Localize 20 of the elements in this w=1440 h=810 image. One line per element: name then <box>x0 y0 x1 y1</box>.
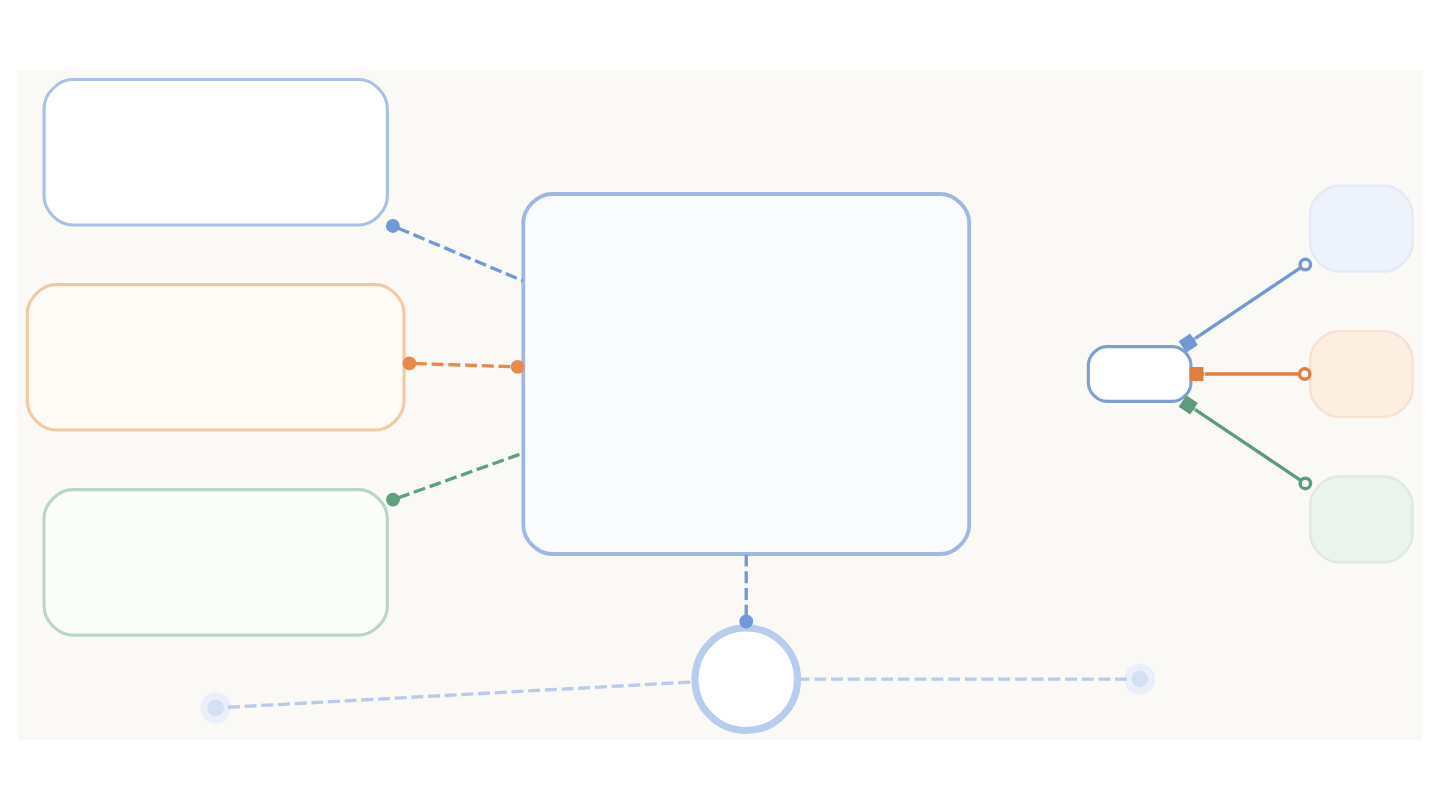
node-box <box>521 192 972 556</box>
connector <box>1189 367 1312 381</box>
node-box <box>42 488 389 637</box>
node-box <box>1308 475 1414 564</box>
connector <box>228 680 696 709</box>
connector <box>385 219 524 283</box>
node-circle <box>200 692 232 724</box>
connector <box>1178 395 1313 491</box>
connector <box>797 677 1127 681</box>
node-box <box>1086 345 1193 403</box>
connector <box>386 451 524 507</box>
node-box <box>1308 329 1414 419</box>
connector <box>739 554 754 629</box>
connector <box>402 356 525 374</box>
node-box <box>25 283 406 432</box>
connector <box>1178 257 1313 353</box>
node-box <box>42 78 389 227</box>
node-circle <box>691 624 802 735</box>
node-circle <box>1124 663 1156 695</box>
node-box <box>1308 184 1414 273</box>
